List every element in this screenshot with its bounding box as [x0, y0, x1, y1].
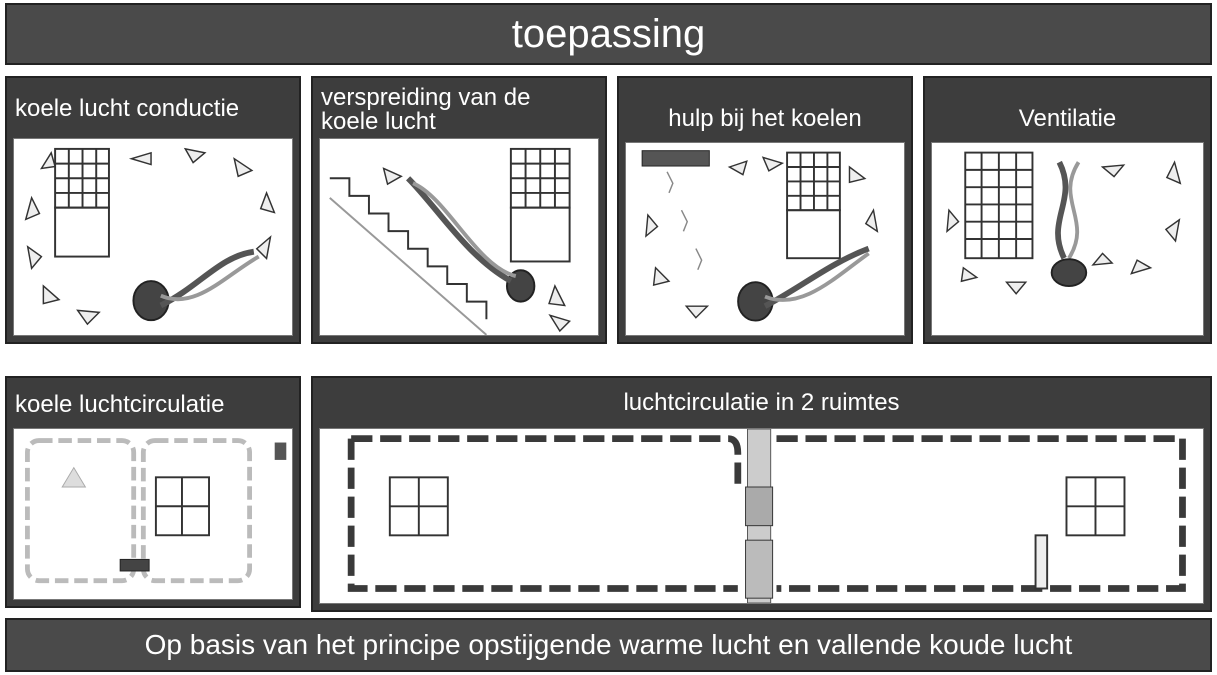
panel-koele-luchtcirculatie: koele luchtcirculatie [5, 376, 301, 608]
footer-caption: Op basis van het principe opstijgende wa… [144, 629, 1073, 660]
illustration-area [13, 428, 293, 600]
fan-icon [119, 558, 150, 572]
page-title: toepassing [511, 11, 706, 56]
footer-bar: Op basis van het principe opstijgende wa… [5, 618, 1212, 672]
two-rooms-illustration [347, 429, 1186, 603]
air-conditioner-icon [641, 150, 710, 167]
wall-heater-icon [274, 442, 287, 460]
door-icon [745, 486, 774, 527]
fan-icon [406, 176, 536, 303]
air-flow-arrows [946, 160, 1182, 295]
panel-title: koele lucht conductie [15, 95, 240, 122]
window-icon [388, 476, 449, 537]
panel-title: hulp bij het koelen [668, 105, 862, 132]
door-icon [745, 539, 774, 599]
illustration-area [13, 138, 293, 336]
window-icon [1065, 476, 1126, 537]
panel-ventilatie: Ventilatie [923, 76, 1212, 344]
ventilation-illustration [946, 151, 1182, 295]
panel-title: luchtcirculatie in 2 ruimtes [623, 389, 900, 416]
illustration-area [319, 138, 599, 336]
room-fan-illustration [24, 147, 276, 326]
window-icon [54, 147, 110, 258]
illustration-area [319, 428, 1204, 604]
header-bar: toepassing [5, 3, 1212, 65]
triangle-icon [61, 466, 87, 488]
window-icon [154, 476, 210, 537]
fan-icon [1050, 160, 1088, 287]
fan-icon [1034, 534, 1049, 590]
air-flow-arrows [24, 147, 276, 326]
panel-title: koele luchtcirculatie [15, 391, 225, 418]
circulation-path [25, 438, 253, 584]
circulation-illustration [25, 438, 287, 584]
panel-title: Ventilatie [1018, 105, 1117, 132]
panel-verspreiding-van-de-koele-lucht: verspreiding van de koele lucht [311, 76, 607, 344]
fan-icon [132, 248, 260, 322]
cold-air-drops [666, 171, 703, 270]
window-icon [964, 151, 1034, 260]
illustration-area [931, 142, 1204, 336]
fan-icon [737, 245, 870, 322]
panel-koele-lucht-conductie: koele lucht conductie [5, 76, 301, 344]
window-icon [509, 147, 571, 263]
panel-title: verspreiding van de koele lucht [321, 84, 531, 135]
stairs-fan-illustration [329, 147, 572, 335]
window-icon [786, 151, 841, 260]
circulation-path [347, 435, 1186, 592]
panel-luchtcirculatie-in-2-ruimtes: luchtcirculatie in 2 ruimtes [311, 376, 1212, 612]
air-flow-arrows [645, 156, 879, 319]
air-flow-arrows [382, 167, 572, 333]
panel-hulp-bij-het-koelen: hulp bij het koelen [617, 76, 913, 344]
aircon-fan-illustration [641, 150, 879, 322]
staircase-icon [329, 177, 488, 335]
illustration-area [625, 142, 905, 336]
